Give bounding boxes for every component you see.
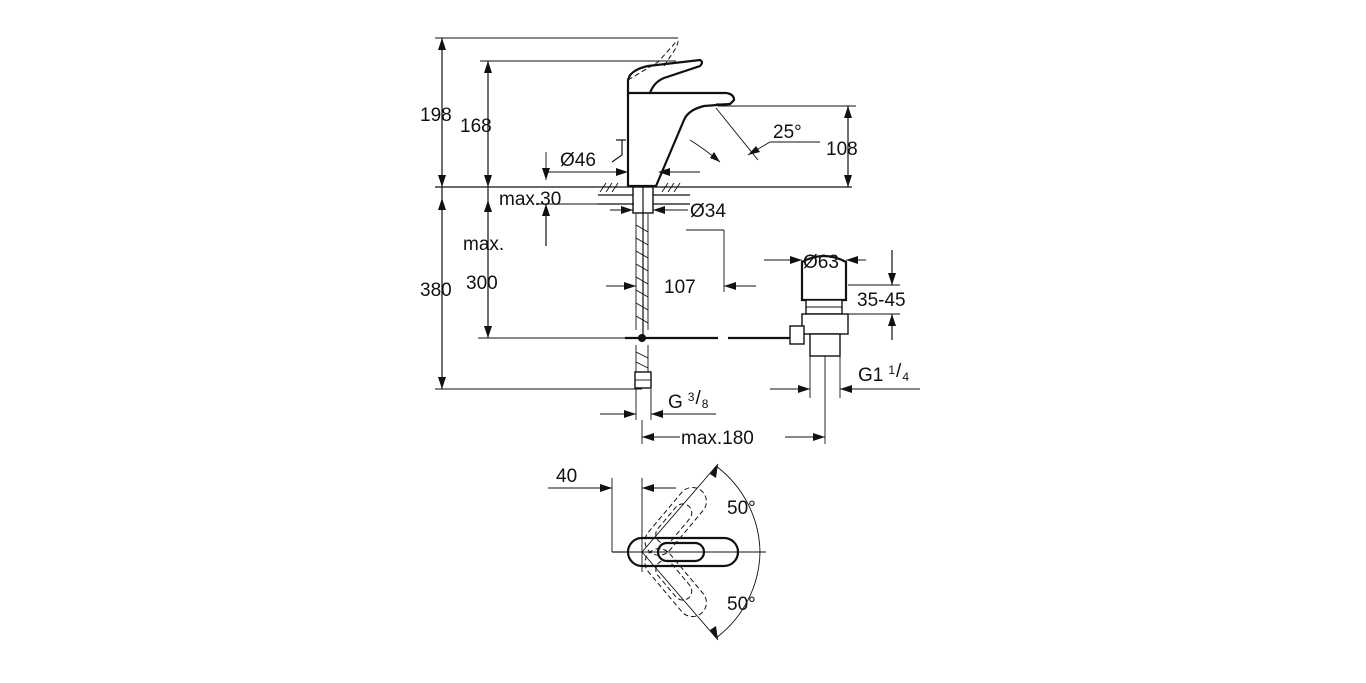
- dim-max30: max.30: [499, 189, 634, 246]
- label-46: Ø46: [560, 150, 596, 171]
- dim-107: 107: [606, 229, 756, 298]
- label-50a: 50°: [727, 498, 756, 519]
- faucet-body: [611, 40, 736, 188]
- label-max180: max.180: [681, 428, 754, 449]
- dim-46: Ø46: [542, 150, 700, 180]
- dim-25deg: 25°: [689, 107, 820, 163]
- top-view: 40 50° 50°: [548, 463, 766, 641]
- dim-63: Ø63: [764, 252, 866, 273]
- dim-108: 108: [718, 105, 858, 187]
- dim-380: 380: [420, 187, 642, 390]
- dim-168: 168: [460, 60, 676, 187]
- label-168: 168: [460, 116, 492, 137]
- shank: [632, 186, 654, 389]
- handle-top: [656, 541, 706, 563]
- label-108: 108: [826, 139, 858, 160]
- dim-50-top: 50°: [641, 463, 761, 553]
- pop-up-waste: [789, 254, 849, 357]
- pull-rod: [625, 334, 790, 342]
- dim-3545: 35-45: [848, 250, 906, 340]
- dim-max300: max. 300: [463, 187, 628, 339]
- label-198: 198: [420, 105, 452, 126]
- dim-max180: max.180: [641, 356, 826, 449]
- label-300: 300: [466, 273, 498, 294]
- dim-198: 198: [420, 37, 678, 187]
- label-3545: 35-45: [857, 290, 906, 311]
- label-380: 380: [420, 280, 452, 301]
- dim-40: 40: [548, 466, 676, 552]
- dim-34: Ø34: [610, 201, 726, 222]
- label-40: 40: [556, 466, 577, 487]
- label-34: Ø34: [690, 201, 726, 222]
- label-max: max.: [463, 234, 504, 255]
- label-max30: max.30: [499, 189, 561, 210]
- label-63: Ø63: [803, 252, 839, 273]
- side-view: 198 168 108 25°: [420, 37, 920, 449]
- dim-50-bottom: 50°: [641, 551, 761, 641]
- label-107: 107: [664, 277, 696, 298]
- label-25deg: 25°: [773, 122, 802, 143]
- label-50b: 50°: [727, 594, 756, 615]
